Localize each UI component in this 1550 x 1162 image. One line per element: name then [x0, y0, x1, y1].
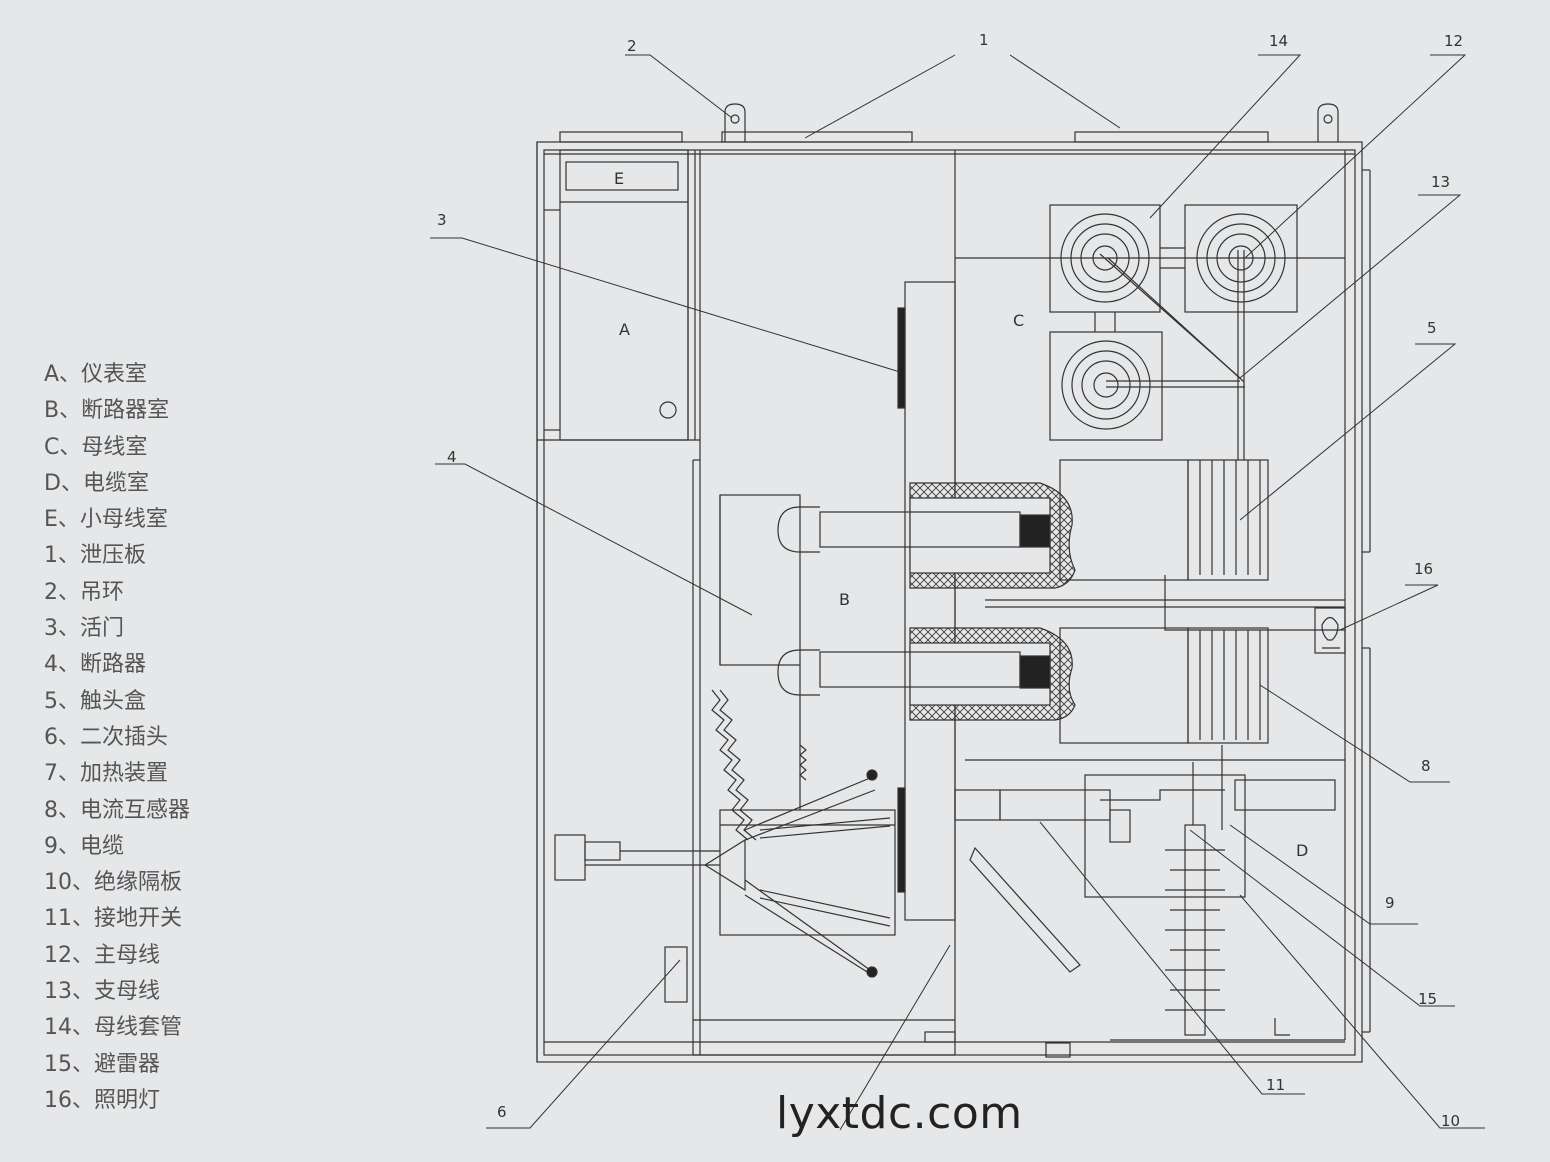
callout-15: 15: [1418, 990, 1437, 1008]
callout-10: 10: [1441, 1112, 1460, 1130]
legend-item: 3、活门: [44, 616, 124, 642]
legend-item: 16、照明灯: [44, 1087, 160, 1113]
legend-item: 2、吊环: [44, 579, 124, 605]
zone-label-c: C: [1013, 311, 1024, 330]
watermark-text: lyxtdc.com: [776, 1088, 1023, 1139]
zone-label-a: A: [619, 320, 630, 339]
callout-6: 6: [497, 1103, 507, 1121]
zone-label-d: D: [1296, 841, 1308, 860]
legend-item: 1、泄压板: [44, 543, 146, 569]
breaker-compartment: [692, 150, 956, 1056]
legend-item: 6、二次插头: [44, 724, 168, 750]
callout-16: 16: [1414, 560, 1433, 578]
busbar-compartment: [955, 204, 1345, 460]
legend-item: 10、绝缘隔板: [44, 870, 182, 896]
legend-item: C、母线室: [44, 434, 148, 460]
zone-label-b: B: [839, 590, 850, 609]
contact-boxes: [777, 482, 1076, 721]
legend-item: 5、触头盒: [44, 688, 146, 714]
legend-item: 15、避雷器: [44, 1051, 160, 1077]
legend-item: 11、接地开关: [44, 906, 182, 932]
legend-item: 12、主母线: [44, 942, 160, 968]
callout-11: 11: [1266, 1076, 1285, 1094]
cabinet-frame: [536, 141, 1371, 1063]
callout-8: 8: [1421, 757, 1431, 775]
instrument-compartment: [537, 149, 700, 441]
legend-item: D、电缆室: [44, 470, 149, 496]
callout-13: 13: [1431, 173, 1450, 191]
cable-compartment: [954, 745, 1345, 1041]
legend-item: B、断路器室: [44, 398, 170, 424]
pressure-relief-plates: [559, 131, 1269, 143]
legend-item: 9、电缆: [44, 833, 124, 859]
lighting-lamp: [1314, 607, 1346, 654]
legend-item: 4、断路器: [44, 652, 146, 678]
bottom-rail: [544, 1031, 1345, 1058]
legend-item: 14、母线套管: [44, 1015, 182, 1041]
current-transformers: [985, 459, 1345, 744]
legend-item: 8、电流互感器: [44, 797, 190, 823]
callout-1: 1: [979, 31, 989, 49]
legend-item: A、仪表室: [44, 362, 148, 387]
zone-label-e: E: [614, 169, 624, 188]
legend-item: 13、支母线: [44, 979, 160, 1005]
callout-3: 3: [437, 211, 447, 229]
callout-2: 2: [627, 37, 637, 55]
callout-12: 12: [1444, 32, 1463, 50]
callout-9: 9: [1385, 894, 1395, 912]
lifting-rings: [724, 103, 1339, 142]
callout-5: 5: [1427, 319, 1437, 337]
legend-list: A、仪表室 B、断路器室 C、母线室 D、电缆室 E、小母线室 1、泄压板 2、…: [44, 357, 190, 1119]
callout-leaders: [430, 54, 1485, 1131]
circuit-breaker-mechanism: [554, 769, 896, 1003]
legend-item: 7、加热装置: [44, 761, 168, 787]
callout-4: 4: [447, 448, 457, 466]
callout-14: 14: [1269, 32, 1288, 50]
legend-item: E、小母线室: [44, 507, 168, 533]
